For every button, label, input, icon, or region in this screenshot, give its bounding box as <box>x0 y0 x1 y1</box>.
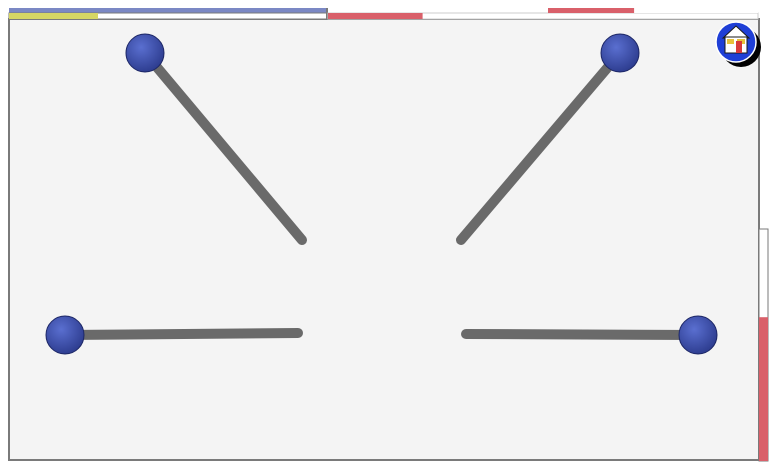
ball-handle[interactable] <box>600 33 640 73</box>
rod <box>456 48 625 245</box>
progress-bar-top-right <box>327 12 759 20</box>
spoke-lower-left[interactable] <box>45 315 303 355</box>
progress-bar-top-left <box>9 8 327 13</box>
progress-fill-top-right-upper <box>548 8 635 13</box>
ball-handle[interactable] <box>45 315 85 355</box>
progress-bar-top-left-sub <box>8 12 328 20</box>
game-board <box>8 18 760 461</box>
progress-fill-top-left-sub <box>9 13 98 19</box>
rod <box>461 329 703 340</box>
progress-fill-top-left <box>9 8 327 13</box>
spoke-upper-right[interactable] <box>456 33 640 245</box>
progress-fill-right-side <box>759 317 768 461</box>
progress-fill-top-right <box>328 13 423 19</box>
house-icon <box>721 25 751 54</box>
spoke-lower-right[interactable] <box>461 315 718 355</box>
ball-handle[interactable] <box>678 315 718 355</box>
progress-bar-right-side <box>758 228 769 462</box>
ball-handle[interactable] <box>125 33 165 73</box>
progress-bar-top-right-upper <box>548 8 758 13</box>
home-button[interactable] <box>715 21 761 67</box>
spoke-upper-left[interactable] <box>125 33 307 245</box>
rod <box>140 48 307 245</box>
rod <box>60 328 303 340</box>
